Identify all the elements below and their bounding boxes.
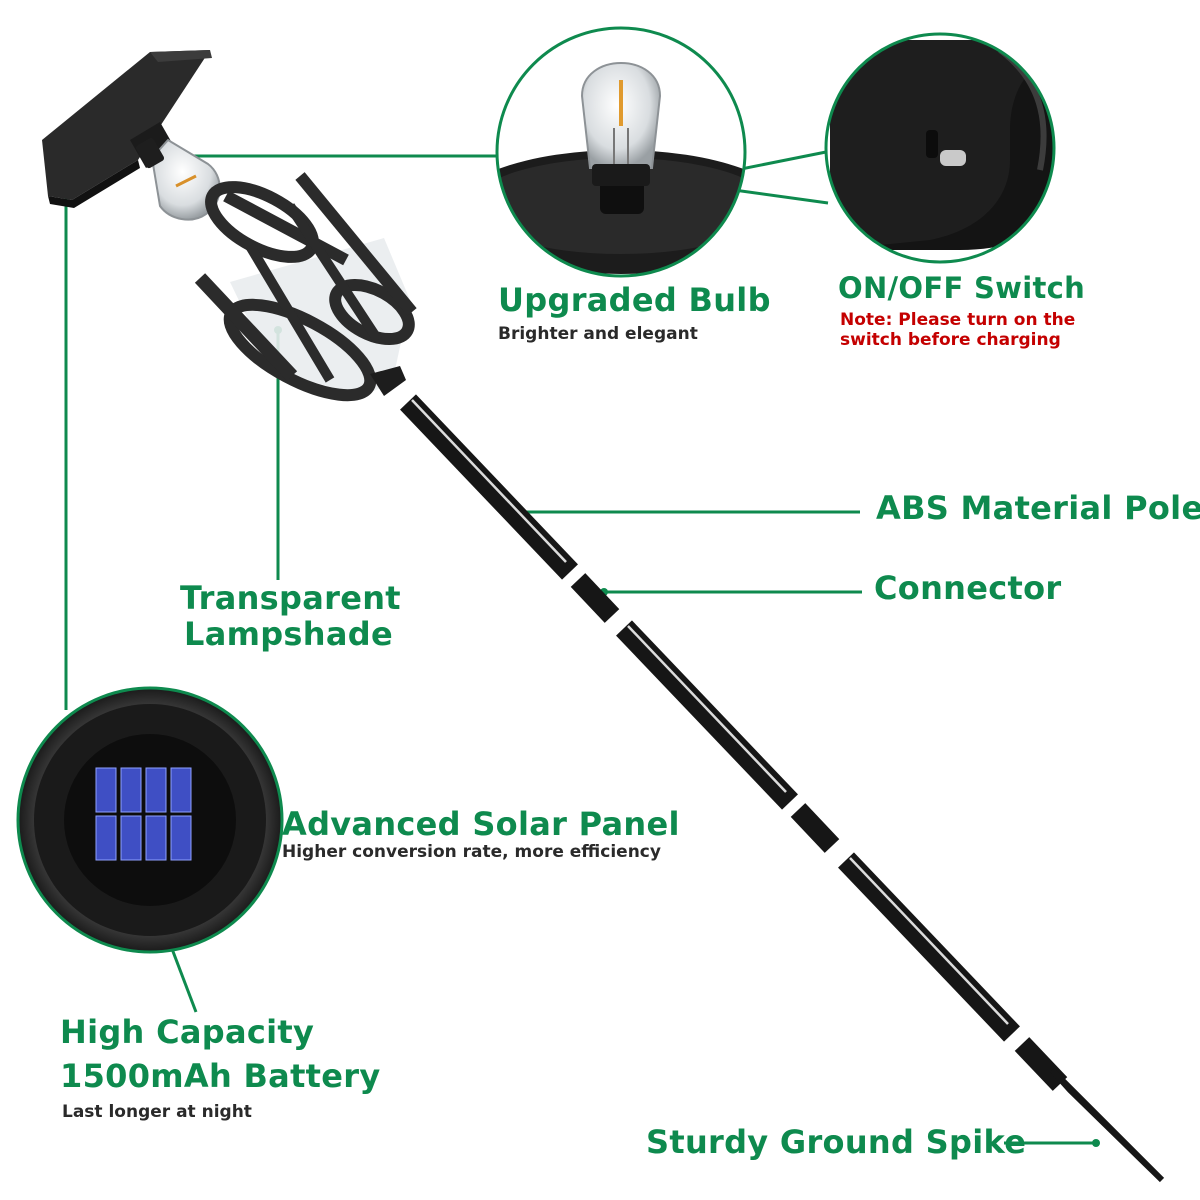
bulb-title: Upgraded Bulb: [498, 281, 771, 319]
solar-panel-closeup: [16, 686, 284, 954]
small-bulb-icon: [135, 137, 221, 221]
pole-title: ABS Material Pole: [876, 489, 1200, 527]
pole-icon: [400, 394, 1165, 1183]
switch-closeup: [824, 32, 1056, 264]
solar-title: Advanced Solar Panel: [282, 805, 680, 843]
battery-line2: 1500mAh Battery: [60, 1057, 381, 1095]
lantern-cage-icon: [194, 172, 417, 402]
bulb-subtitle: Brighter and elegant: [498, 324, 698, 344]
switch-title: ON/OFF Switch: [838, 271, 1086, 305]
switch-note-line1: Note: Please turn on the: [840, 310, 1076, 330]
spike-title: Sturdy Ground Spike: [646, 1123, 1027, 1161]
connector-title: Connector: [874, 569, 1062, 607]
bulb-closeup: [495, 26, 747, 278]
battery-line1: High Capacity: [60, 1013, 315, 1051]
lampshade-line1: Transparent: [180, 579, 401, 617]
solar-subtitle: Higher conversion rate, more efficiency: [282, 842, 661, 862]
battery-subtitle: Last longer at night: [62, 1102, 252, 1122]
lampshade-line2: Lampshade: [184, 615, 393, 653]
switch-note-line2: switch before charging: [840, 330, 1061, 350]
